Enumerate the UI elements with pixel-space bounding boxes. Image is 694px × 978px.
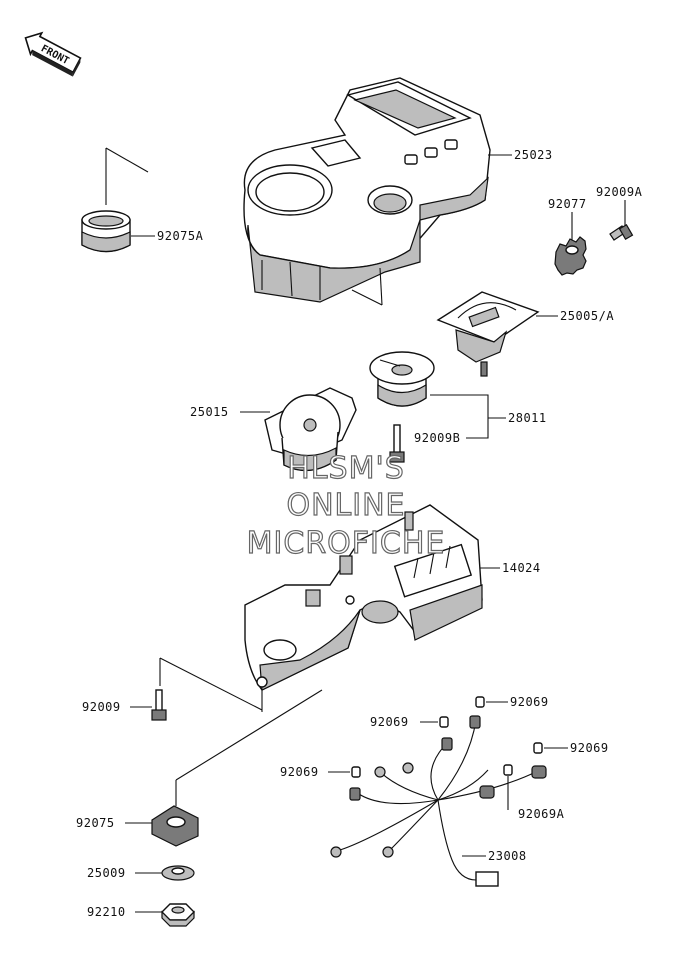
grommet-92075A bbox=[81, 210, 131, 253]
callout-92069A: 92069A bbox=[518, 807, 565, 821]
callout-92069-d: 92069 bbox=[280, 765, 319, 779]
callout-92069-b: 92069 bbox=[370, 715, 409, 729]
callout-92009: 92009 bbox=[82, 700, 121, 714]
front-arrow-icon: FRONT bbox=[24, 31, 82, 77]
washer-25009 bbox=[161, 865, 195, 881]
meter-cover-25023 bbox=[243, 77, 491, 303]
screw-92009B bbox=[389, 424, 405, 463]
meter-25015 bbox=[264, 387, 357, 472]
gear-92077 bbox=[554, 236, 587, 276]
callout-14024: 14024 bbox=[502, 561, 541, 575]
sleeve-92069-c bbox=[533, 742, 543, 754]
callout-92069-c: 92069 bbox=[570, 741, 609, 755]
callout-28011: 28011 bbox=[508, 411, 547, 425]
sleeve-92069A bbox=[503, 764, 513, 776]
callout-25009: 25009 bbox=[87, 866, 126, 880]
meter-28011 bbox=[369, 351, 435, 407]
callout-92069-a: 92069 bbox=[510, 695, 549, 709]
callout-25015: 25015 bbox=[190, 405, 229, 419]
gauge-25005A bbox=[436, 291, 540, 377]
bracket-92075 bbox=[151, 805, 199, 847]
callout-92210: 92210 bbox=[87, 905, 126, 919]
meter-case-14024 bbox=[244, 504, 483, 691]
sleeve-92069-b bbox=[439, 716, 449, 728]
callout-25005A: 25005/A bbox=[560, 309, 614, 323]
callout-92009A: 92009A bbox=[596, 185, 643, 199]
watermark: HLSM'S ONLINE MICROFICHE bbox=[246, 450, 446, 561]
screw-92009 bbox=[151, 689, 167, 721]
callout-23008: 23008 bbox=[488, 849, 527, 863]
watermark-line3: MICROFICHE bbox=[247, 526, 446, 561]
wire-harness-23008 bbox=[330, 715, 547, 887]
screw-92009A bbox=[609, 223, 634, 241]
nut-92210 bbox=[161, 903, 195, 927]
callout-92075: 92075 bbox=[76, 816, 115, 830]
sleeve-92069-d bbox=[351, 766, 361, 778]
watermark-line1: HLSM'S bbox=[287, 451, 405, 486]
callout-25023: 25023 bbox=[514, 148, 553, 162]
callout-92009B: 92009B bbox=[414, 431, 460, 445]
sleeve-92069-a bbox=[475, 696, 485, 708]
callout-92075A: 92075A bbox=[157, 229, 204, 243]
callout-92077: 92077 bbox=[548, 197, 587, 211]
watermark-line2: ONLINE bbox=[286, 488, 405, 523]
